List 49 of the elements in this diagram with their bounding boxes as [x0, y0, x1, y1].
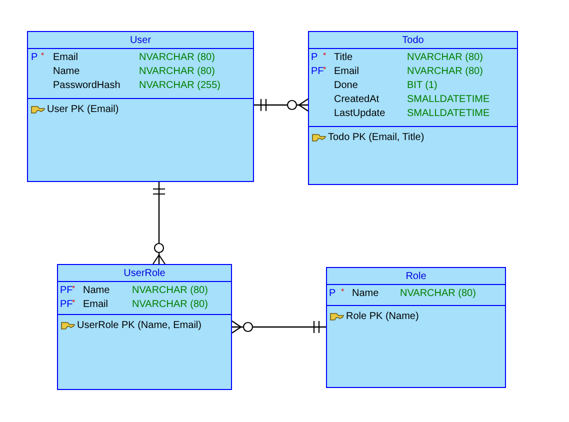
primary-key-name: User PK (Email)	[47, 104, 119, 116]
data-type: NVARCHAR (80)	[132, 285, 208, 297]
required-mark: *	[341, 286, 344, 298]
data-type: NVARCHAR (80)	[139, 66, 215, 78]
column-name: Email	[334, 66, 360, 78]
column-name: Done	[334, 80, 358, 92]
required-mark: *	[323, 64, 326, 76]
column-name: CreatedAt	[334, 94, 380, 106]
entity-table	[57, 264, 232, 390]
column-name: Email	[53, 52, 78, 64]
entity-table	[308, 31, 518, 185]
table-name: User	[130, 35, 152, 47]
data-type: NVARCHAR (80)	[400, 288, 476, 300]
key-marker: PF	[60, 285, 73, 297]
relationship-line	[232, 320, 326, 334]
data-type: NVARCHAR (80)	[407, 52, 483, 64]
column-name: Name	[352, 288, 379, 300]
table-name: Role	[406, 271, 426, 283]
required-mark: *	[72, 283, 76, 295]
key-marker: P	[329, 288, 336, 300]
required-mark: *	[72, 297, 76, 309]
data-type: NVARCHAR (255)	[139, 80, 220, 92]
relationship-line	[254, 98, 308, 112]
data-type: SMALLDATETIME	[407, 94, 490, 106]
key-marker: PF	[311, 66, 324, 78]
data-type: NVARCHAR (80)	[139, 52, 215, 64]
data-type: NVARCHAR (80)	[132, 299, 208, 311]
entity-table	[27, 31, 254, 182]
relationship-line	[152, 182, 166, 264]
entity-table	[326, 267, 506, 388]
data-type: BIT (1)	[407, 80, 438, 92]
table-name: UserRole	[124, 268, 166, 280]
key-marker: PF	[60, 299, 73, 311]
column-name: Email	[83, 299, 108, 311]
data-type: NVARCHAR (80)	[407, 66, 483, 78]
key-marker: P	[31, 52, 38, 64]
primary-key-name: UserRole PK (Name, Email)	[77, 320, 202, 332]
column-name: Name	[53, 66, 80, 78]
key-marker: P	[311, 52, 318, 64]
required-mark: *	[41, 50, 44, 62]
column-name: Title	[334, 52, 353, 64]
primary-key-name: Role PK (Name)	[346, 311, 419, 323]
column-name: LastUpdate	[334, 108, 386, 120]
required-mark: *	[323, 50, 326, 62]
data-type: SMALLDATETIME	[407, 108, 490, 120]
primary-key-name: Todo PK (Email, Title)	[328, 132, 424, 144]
table-name: Todo	[402, 35, 424, 47]
column-name: Name	[83, 285, 110, 297]
column-name: PasswordHash	[53, 80, 120, 92]
